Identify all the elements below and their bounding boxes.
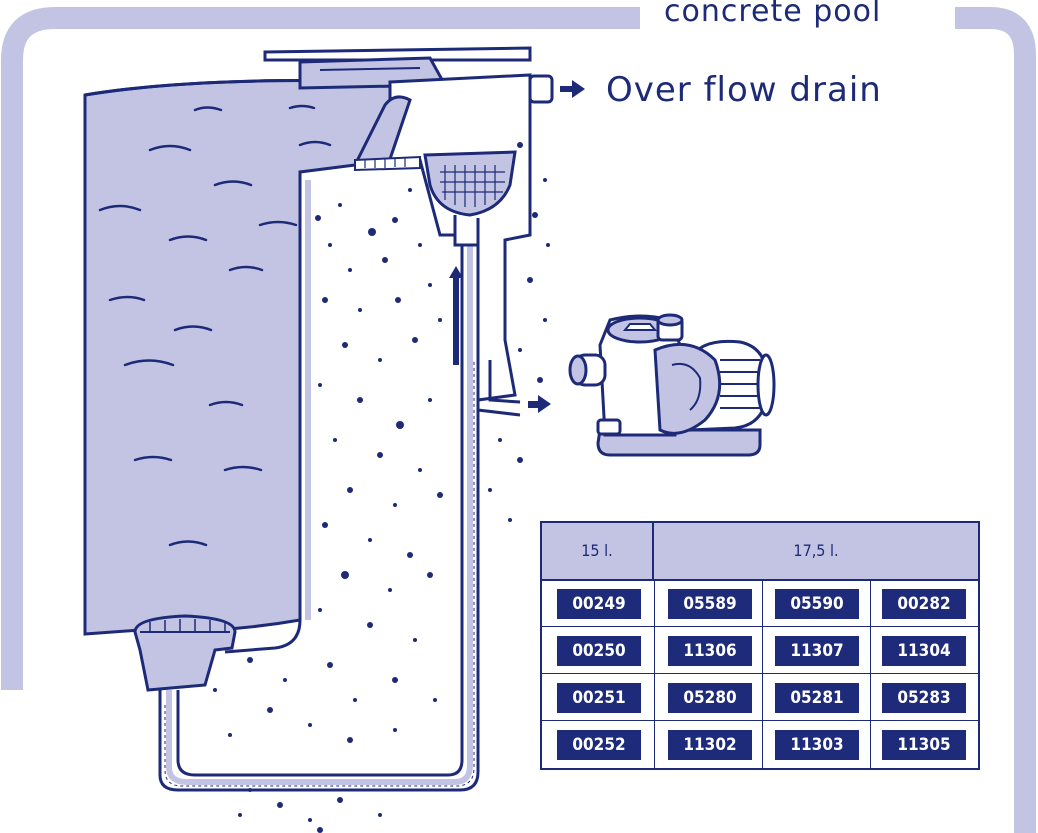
pool-water	[85, 81, 390, 634]
page-title: concrete pool	[664, 0, 881, 29]
arrow-right-icon	[560, 80, 585, 98]
pump-icon	[570, 315, 774, 455]
part-code: 05590	[775, 589, 859, 619]
table-divider	[542, 720, 978, 721]
table-divider	[542, 626, 978, 627]
part-code: 00282	[882, 589, 966, 619]
main-drain	[135, 616, 235, 690]
part-code: 00252	[557, 730, 641, 760]
part-code: 05589	[668, 589, 752, 619]
header-17-5l: 17,5 l.	[654, 523, 978, 579]
part-code: 11307	[775, 636, 859, 666]
part-code: 11305	[882, 730, 966, 760]
arrow-right-icon	[528, 395, 551, 413]
overflow-drain-label: Over flow drain	[606, 70, 882, 110]
header-15l: 15 l.	[542, 523, 654, 579]
part-code: 11303	[775, 730, 859, 760]
part-code: 05283	[882, 683, 966, 713]
table-header: 15 l. 17,5 l.	[542, 523, 978, 581]
part-code: 05281	[775, 683, 859, 713]
table-divider	[542, 673, 978, 674]
part-code: 00250	[557, 636, 641, 666]
part-code: 11304	[882, 636, 966, 666]
part-code: 00249	[557, 589, 641, 619]
part-code: 11306	[668, 636, 752, 666]
parts-table: 15 l. 17,5 l. 00249 05589 05590 00282 00…	[540, 521, 980, 770]
part-code: 11302	[668, 730, 752, 760]
part-code: 05280	[668, 683, 752, 713]
part-code: 00251	[557, 683, 641, 713]
